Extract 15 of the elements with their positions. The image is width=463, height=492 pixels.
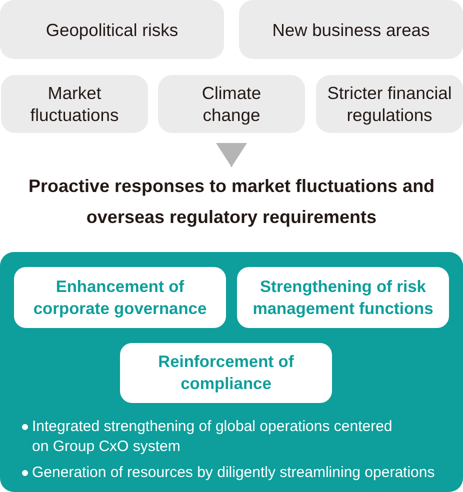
bullet-text: Integrated strengthening of global operations centered on Group CxO system — [32, 417, 394, 457]
factor-label: Stricter financial regulations — [326, 82, 453, 126]
measure-box — [14, 267, 226, 328]
factor-label: Geopolitical risks — [46, 18, 178, 40]
measure-box — [120, 343, 332, 403]
measure-label: Reinforcement of compliance — [157, 352, 295, 395]
factor-label: Climate change — [200, 82, 262, 126]
measure-label: Strengthening of risk management functions — [252, 276, 434, 320]
factor-label: Market fluctuations — [29, 82, 120, 126]
factor-label: New business areas — [272, 18, 430, 40]
bullet-text: Generation of resources by diligently streamlining operations — [32, 463, 435, 483]
response-panel — [0, 252, 463, 492]
heading-text: Proactive responses to market fluctuations and overseas regulatory requirements — [12, 167, 452, 233]
measure-box — [237, 267, 449, 328]
measure-label: Enhancement of corporate governance — [32, 276, 208, 320]
